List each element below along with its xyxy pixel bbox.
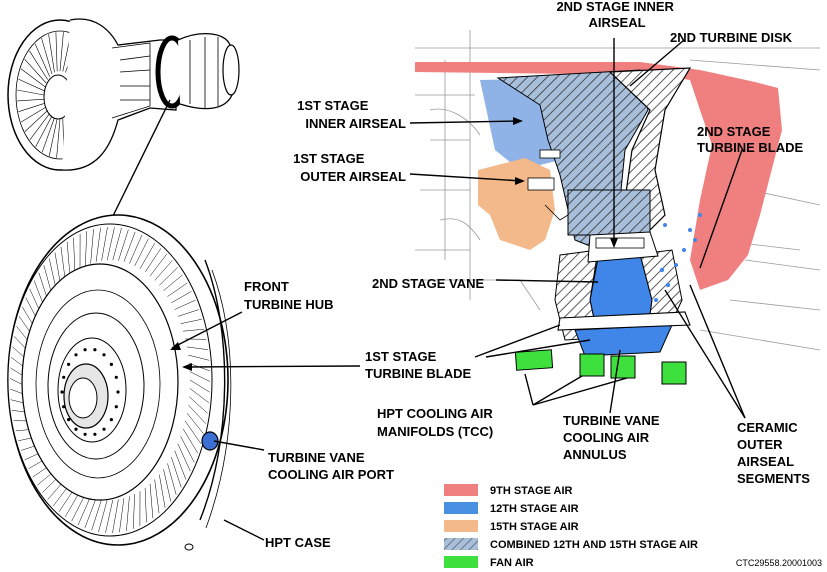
turbine-cross-section [415, 30, 821, 385]
fifteenth-stage-air-region [478, 158, 555, 250]
label-second-stage-turbine-blade: 2ND STAGE TURBINE BLADE [697, 124, 803, 155]
legend-item-combined: COMBINED 12TH AND 15TH STAGE AIR [444, 538, 698, 551]
label-turbine-vane-cooling-air-annulus: TURBINE VANE COOLING AIR ANNULUS [563, 413, 663, 462]
label-ceramic-outer-airseal-segments: CERAMIC OUTER AIRSEAL SEGMENTS [737, 420, 810, 486]
ninth-stage-air-region [415, 62, 782, 290]
legend-swatch [444, 484, 478, 496]
legend-swatch [444, 520, 478, 532]
legend-swatch [444, 538, 478, 550]
label-front-turbine-hub: FRONT TURBINE HUB [244, 279, 334, 312]
legend-label: 15TH STAGE AIR [490, 521, 579, 533]
fan-air-manifolds [514, 349, 687, 385]
legend: 9TH STAGE AIR 12TH STAGE AIR 15TH STAGE … [444, 484, 698, 569]
legend-swatch [444, 502, 478, 514]
turbine-disk-illustration [7, 214, 232, 551]
figure-code: CTC29558.20001003 [736, 558, 822, 568]
legend-swatch [444, 556, 478, 568]
leader-lines [170, 38, 746, 541]
label-first-stage-outer-airseal: 1ST STAGE OUTER AIRSEAL [293, 151, 406, 184]
legend-item-twelfth-stage: 12TH STAGE AIR [444, 502, 579, 515]
legend-label: COMBINED 12TH AND 15TH STAGE AIR [490, 539, 698, 551]
legend-label: 12TH STAGE AIR [490, 503, 579, 515]
legend-item-fifteenth-stage: 15TH STAGE AIR [444, 520, 579, 533]
label-hpt-case: HPT CASE [265, 535, 331, 550]
label-second-stage-inner-airseal: 2ND STAGE INNER AIRSEAL [556, 0, 677, 30]
cooling-air-port-icon [201, 431, 219, 451]
label-second-turbine-disk: 2ND TURBINE DISK [670, 30, 793, 45]
engine-overview-illustration [7, 18, 240, 171]
label-first-stage-turbine-blade: 1ST STAGE TURBINE BLADE [365, 349, 471, 381]
label-turbine-vane-cooling-air-port: TURBINE VANE COOLING AIR PORT [268, 450, 394, 482]
label-second-stage-vane: 2ND STAGE VANE [372, 276, 485, 291]
label-hpt-cooling-air-manifolds: HPT COOLING AIR MANIFOLDS (TCC) [377, 406, 496, 439]
label-first-stage-inner-airseal: 1ST STAGE INNER AIRSEAL [297, 98, 406, 131]
legend-label: 9TH STAGE AIR [490, 485, 573, 497]
legend-label: FAN AIR [490, 557, 534, 569]
zoom-leader-line [109, 99, 171, 223]
legend-item-fan-air: FAN AIR [444, 556, 534, 569]
legend-item-ninth-stage: 9TH STAGE AIR [444, 484, 573, 497]
